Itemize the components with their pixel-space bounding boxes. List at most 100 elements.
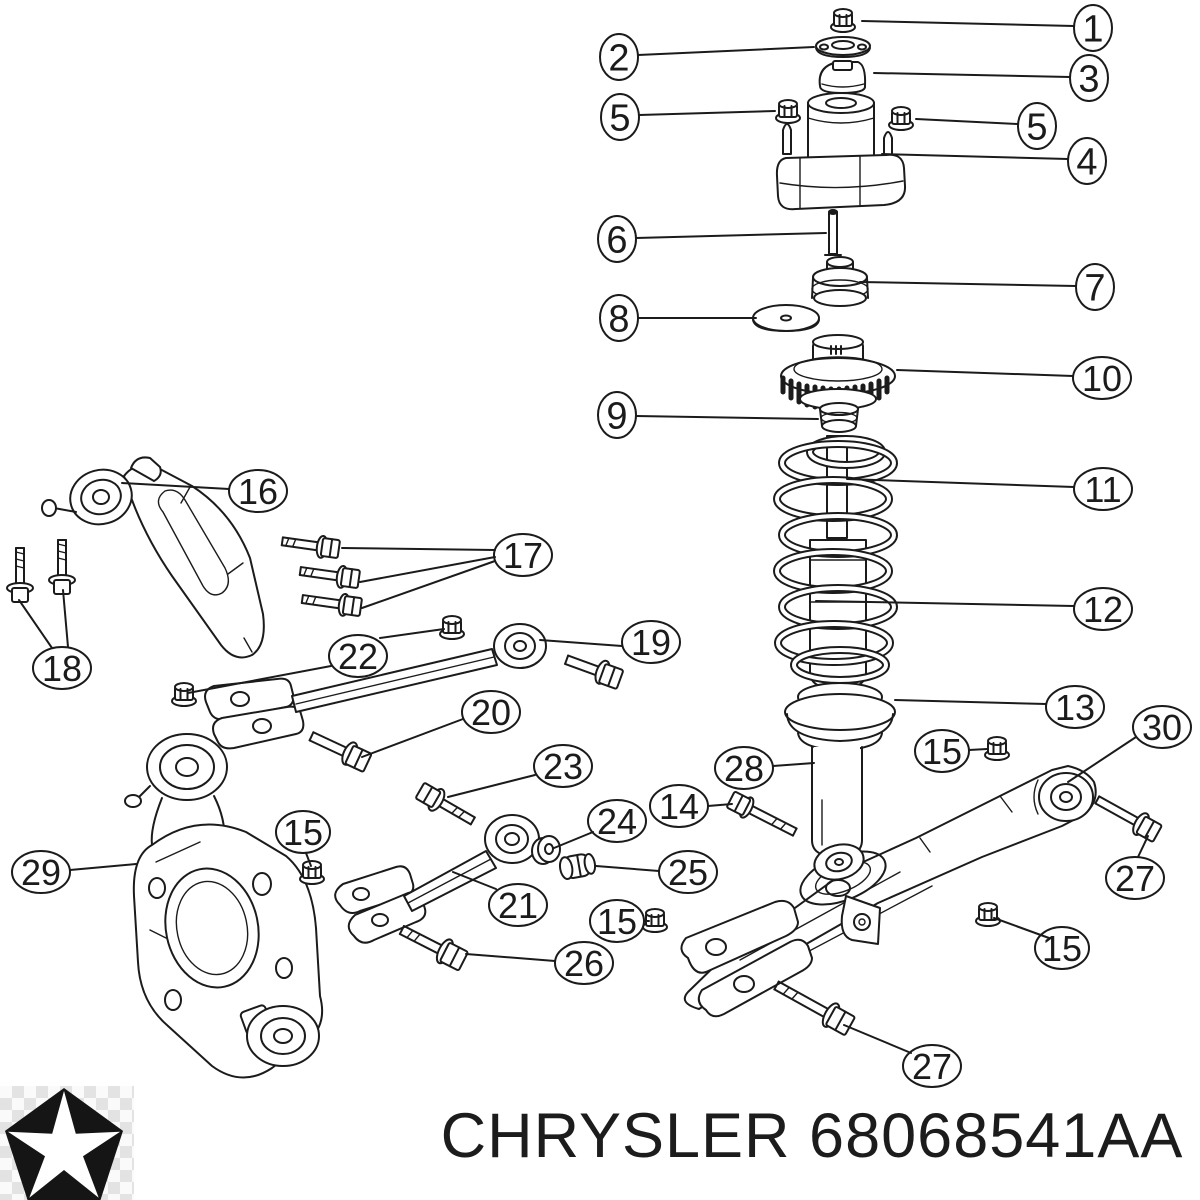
bolt-17-c bbox=[300, 592, 363, 617]
bolt-26 bbox=[398, 925, 469, 972]
svg-text:9: 9 bbox=[606, 395, 627, 437]
callout-5-2[interactable]: 5 bbox=[1017, 102, 1057, 150]
callout-10[interactable]: 10 bbox=[1072, 356, 1132, 400]
bolt-14 bbox=[726, 791, 798, 837]
bolt-27-lower bbox=[773, 980, 856, 1036]
callout-3[interactable]: 3 bbox=[1069, 54, 1109, 102]
nut-22-left bbox=[171, 682, 197, 707]
svg-text:21: 21 bbox=[498, 885, 538, 926]
nut-5-right bbox=[888, 106, 914, 131]
sleeve-9 bbox=[819, 402, 859, 433]
svg-text:13: 13 bbox=[1055, 687, 1095, 728]
nut-15-upper-right bbox=[984, 736, 1010, 761]
svg-text:8: 8 bbox=[608, 298, 629, 340]
svg-text:26: 26 bbox=[564, 943, 604, 984]
upper-control-arm bbox=[41, 456, 265, 659]
exploded-view-art bbox=[6, 8, 1163, 1079]
shock-absorber-28 bbox=[811, 746, 865, 881]
svg-text:4: 4 bbox=[1076, 141, 1097, 183]
callout-12[interactable]: 12 bbox=[1073, 587, 1133, 631]
callout-15-2[interactable]: 15 bbox=[589, 899, 645, 943]
lateral-link-arm bbox=[204, 623, 547, 750]
svg-text:25: 25 bbox=[668, 852, 708, 893]
svg-text:10: 10 bbox=[1082, 358, 1122, 399]
nut-15-left bbox=[299, 860, 325, 885]
svg-text:7: 7 bbox=[1084, 267, 1105, 309]
bolt-27-upper bbox=[1094, 795, 1163, 843]
washer-plate-2 bbox=[815, 36, 871, 58]
callout-13[interactable]: 13 bbox=[1045, 685, 1105, 729]
svg-text:1: 1 bbox=[1082, 8, 1103, 50]
spacer-25 bbox=[558, 853, 597, 880]
chrysler-pentastar-logo bbox=[0, 1086, 134, 1200]
callout-27[interactable]: 27 bbox=[1105, 856, 1165, 900]
callout-14[interactable]: 14 bbox=[649, 784, 709, 828]
callout-16[interactable]: 16 bbox=[228, 469, 288, 513]
lower-control-arm bbox=[680, 765, 1097, 1018]
callout-29[interactable]: 29 bbox=[11, 850, 71, 894]
nut-15-lower-right bbox=[975, 902, 1001, 927]
spring-seat-13 bbox=[784, 680, 896, 751]
callout-15[interactable]: 15 bbox=[275, 810, 331, 854]
callout-24[interactable]: 24 bbox=[587, 799, 647, 843]
callout-15-4[interactable]: 15 bbox=[1034, 926, 1090, 970]
bolt-20 bbox=[308, 731, 373, 773]
svg-text:15: 15 bbox=[283, 812, 323, 853]
callout-26[interactable]: 26 bbox=[554, 941, 614, 985]
svg-text:24: 24 bbox=[597, 801, 637, 842]
svg-text:15: 15 bbox=[922, 731, 962, 772]
svg-text:20: 20 bbox=[471, 692, 511, 733]
svg-text:30: 30 bbox=[1142, 707, 1182, 748]
callout-8[interactable]: 8 bbox=[599, 294, 639, 342]
callout-28[interactable]: 28 bbox=[714, 746, 774, 790]
callout-11[interactable]: 11 bbox=[1073, 467, 1133, 511]
spring-isolator-10 bbox=[780, 334, 896, 413]
callout-1[interactable]: 1 bbox=[1073, 4, 1113, 52]
callout-19[interactable]: 19 bbox=[621, 620, 681, 664]
svg-text:2: 2 bbox=[608, 37, 629, 79]
callout-6[interactable]: 6 bbox=[597, 215, 637, 263]
leader-lines bbox=[18, 20, 1149, 1054]
bolt-19 bbox=[564, 654, 624, 690]
bolt-18-b bbox=[48, 539, 76, 595]
part-title: CHRYSLER 68068541AA bbox=[440, 1101, 1184, 1171]
svg-text:5: 5 bbox=[609, 97, 630, 139]
svg-text:17: 17 bbox=[503, 535, 543, 576]
callout-20[interactable]: 20 bbox=[461, 690, 521, 734]
callout-18[interactable]: 18 bbox=[32, 646, 92, 690]
svg-text:29: 29 bbox=[21, 852, 61, 893]
knuckle bbox=[124, 733, 324, 1079]
svg-text:6: 6 bbox=[606, 219, 627, 261]
callout-2[interactable]: 2 bbox=[599, 33, 639, 81]
callout-9[interactable]: 9 bbox=[597, 391, 637, 439]
callout-5[interactable]: 5 bbox=[600, 93, 640, 141]
callout-21[interactable]: 21 bbox=[488, 883, 548, 927]
svg-text:22: 22 bbox=[338, 636, 378, 677]
callout-30[interactable]: 30 bbox=[1132, 705, 1192, 749]
strut-mount-4 bbox=[775, 92, 907, 211]
svg-text:19: 19 bbox=[631, 622, 671, 663]
svg-text:27: 27 bbox=[912, 1046, 952, 1087]
washer-8 bbox=[752, 304, 820, 332]
callout-15-3[interactable]: 15 bbox=[914, 729, 970, 773]
bolt-17-a bbox=[280, 534, 341, 559]
svg-text:14: 14 bbox=[659, 786, 699, 827]
bump-cap-3 bbox=[818, 60, 867, 94]
svg-text:23: 23 bbox=[543, 746, 583, 787]
coil-spring-11 bbox=[773, 435, 898, 684]
svg-text:16: 16 bbox=[238, 471, 278, 512]
bolt-23 bbox=[415, 782, 476, 826]
jounce-bumper-7 bbox=[811, 256, 869, 307]
svg-text:27: 27 bbox=[1115, 858, 1155, 899]
svg-text:5: 5 bbox=[1026, 106, 1047, 148]
callout-17[interactable]: 17 bbox=[493, 533, 553, 577]
callout-22[interactable]: 22 bbox=[328, 634, 388, 678]
callout-4[interactable]: 4 bbox=[1067, 137, 1107, 185]
callout-25[interactable]: 25 bbox=[658, 850, 718, 894]
callout-23[interactable]: 23 bbox=[533, 744, 593, 788]
callout-7[interactable]: 7 bbox=[1075, 263, 1115, 311]
callout-27-2[interactable]: 27 bbox=[902, 1044, 962, 1088]
svg-text:12: 12 bbox=[1083, 589, 1123, 630]
